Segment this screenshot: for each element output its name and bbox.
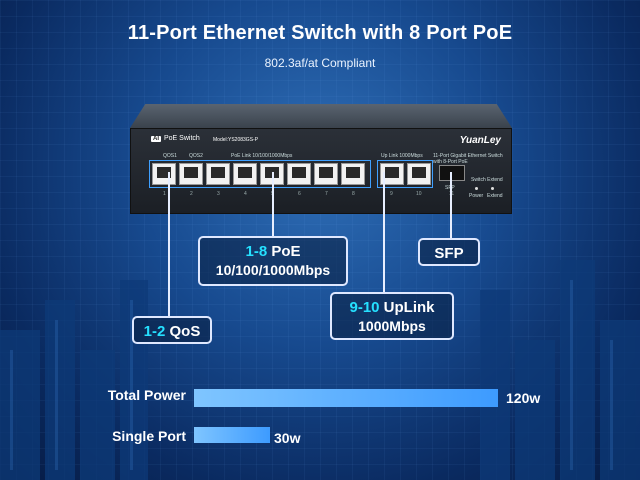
poe-port-row bbox=[152, 163, 365, 185]
qos1-label: QOS1 bbox=[163, 153, 177, 159]
model-label: Model:YS2083GS-P bbox=[213, 137, 259, 143]
single-port-power-value: 30w bbox=[274, 430, 301, 446]
rj45-port-9 bbox=[380, 163, 404, 185]
device-description: 11-Port Gigabit Ethernet Switch with 8-P… bbox=[433, 153, 503, 165]
rj45-port-4 bbox=[233, 163, 257, 185]
port-number: 9 bbox=[390, 191, 393, 197]
switch-extend-label: Switch Extend bbox=[471, 177, 503, 183]
sfp-callout: SFP bbox=[418, 238, 480, 266]
port-number: 1 bbox=[163, 191, 166, 197]
uplink-speed: 1000Mbps bbox=[358, 318, 426, 334]
total-power-bar bbox=[194, 389, 498, 407]
poe-callout-title: 1-8 PoE bbox=[200, 243, 346, 260]
poe-port-group-outline bbox=[149, 160, 371, 188]
rj45-port-1 bbox=[152, 163, 176, 185]
rj45-port-10 bbox=[407, 163, 431, 185]
ai-badge: AI bbox=[151, 136, 161, 142]
uplink-port-group-outline bbox=[377, 160, 433, 188]
power-led-label: Power bbox=[469, 193, 484, 199]
rj45-port-8 bbox=[341, 163, 365, 185]
qos-callout: 1-2 QoS bbox=[132, 316, 212, 344]
total-power-value: 120w bbox=[506, 390, 541, 406]
port-number: 3 bbox=[217, 191, 220, 197]
rj45-port-2 bbox=[179, 163, 203, 185]
uplink-connector-line bbox=[383, 172, 385, 292]
poe-connector-line bbox=[272, 172, 274, 236]
single-port-label: Single Port bbox=[112, 428, 186, 444]
rj45-port-6 bbox=[287, 163, 311, 185]
sfp-port-11 bbox=[439, 165, 465, 181]
qos-label: QoS bbox=[165, 323, 201, 340]
uplink-port-row bbox=[380, 163, 431, 185]
poe-speed: 10/100/1000Mbps bbox=[215, 262, 331, 278]
total-power-label: Total Power bbox=[107, 387, 186, 403]
port-number: 4 bbox=[244, 191, 247, 197]
switch-top-panel bbox=[130, 104, 512, 128]
uplink-callout-title: 9-10 UpLink bbox=[332, 299, 452, 316]
uplink-label: UpLink bbox=[379, 299, 435, 316]
power-led bbox=[475, 187, 478, 190]
uplink-port-range: 9-10 bbox=[349, 299, 380, 316]
single-port-power-bar bbox=[194, 427, 270, 443]
poe-callout: 1-8 PoE 10/100/1000Mbps bbox=[198, 236, 348, 286]
sfp-port-label: SFP bbox=[445, 185, 455, 191]
product-name: PoE Switch bbox=[164, 135, 200, 142]
port-number: 6 bbox=[298, 191, 301, 197]
page-subtitle: 802.3af/at Compliant bbox=[264, 56, 376, 70]
port-number: 8 bbox=[352, 191, 355, 197]
uplink-callout: 9-10 UpLink 1000Mbps bbox=[330, 292, 454, 340]
page-title: 11-Port Ethernet Switch with 8 Port PoE bbox=[127, 22, 513, 44]
brand-logo: YuanLey bbox=[459, 135, 501, 146]
sfp-connector-line bbox=[450, 172, 452, 238]
qos2-label: QOS2 bbox=[189, 153, 203, 159]
port-number: 7 bbox=[325, 191, 328, 197]
poe-port-range: 1-8 bbox=[245, 243, 268, 260]
extend-led-label: Extend bbox=[487, 193, 503, 199]
rj45-port-3 bbox=[206, 163, 230, 185]
uplink-group-label: Up Link 1000Mbps bbox=[381, 153, 423, 159]
qos-port-range: 1-2 bbox=[143, 323, 166, 340]
port-number: 2 bbox=[190, 191, 193, 197]
port-number: 10 bbox=[416, 191, 422, 197]
rj45-port-7 bbox=[314, 163, 338, 185]
poe-label: PoE bbox=[267, 243, 301, 260]
qos-connector-line bbox=[168, 172, 170, 316]
extend-led bbox=[491, 187, 494, 190]
poe-group-label: PoE Link 10/100/1000Mbps bbox=[231, 153, 293, 159]
